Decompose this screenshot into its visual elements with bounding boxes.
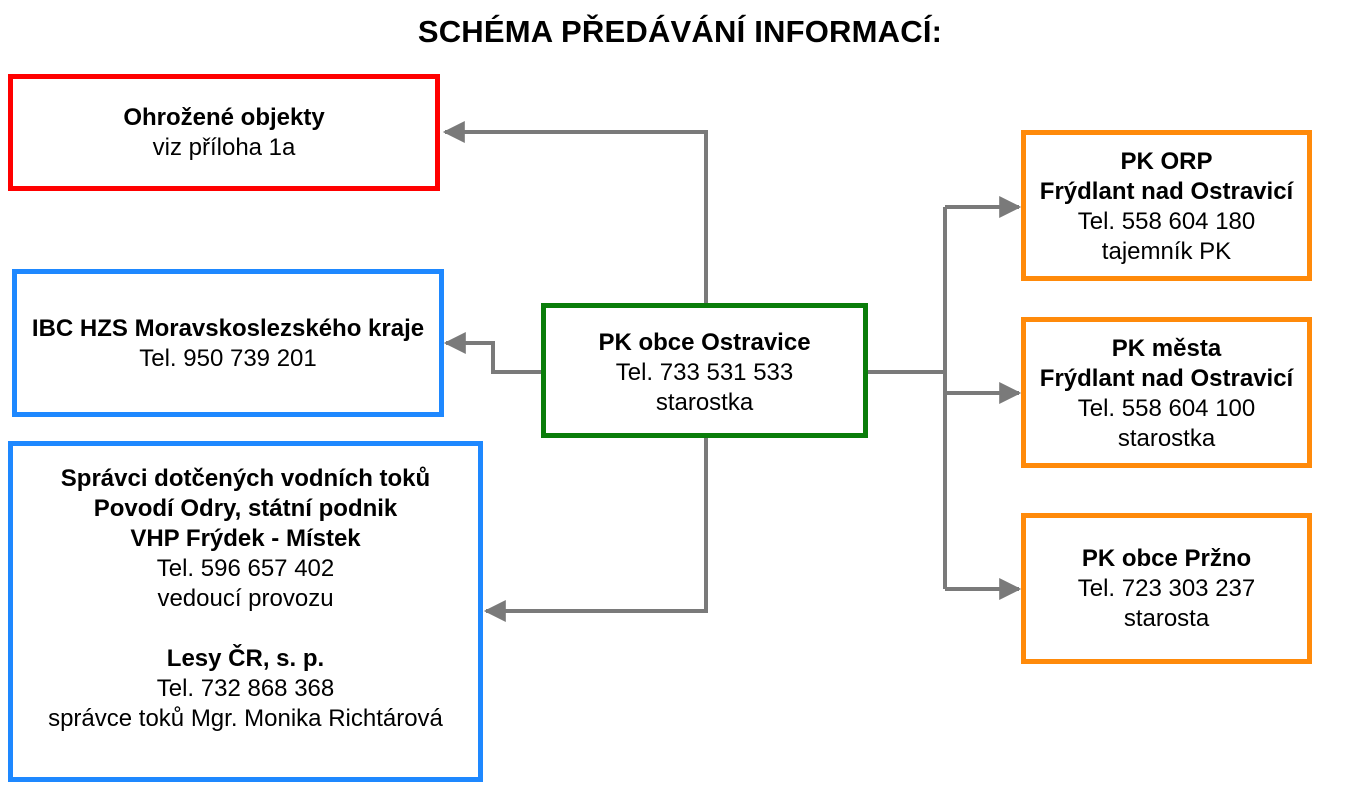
diagram-title: SCHÉMA PŘEDÁVÁNÍ INFORMACÍ: — [417, 14, 943, 49]
node-water-org1-role: vedoucí provozu — [157, 585, 334, 612]
node-water-org1-unit: VHP Frýdek - Místek — [130, 525, 361, 552]
node-pk-przno: PK obce Pržno Tel. 723 303 237 starosta — [1021, 513, 1312, 664]
node-water-org2-name: Lesy ČR, s. p. — [166, 645, 325, 672]
arrow-center-to-threatened — [442, 121, 708, 303]
node-przno-phone: Tel. 723 303 237 — [1077, 575, 1256, 602]
node-threatened-objects: Ohrožené objekty viz příloha 1a — [8, 74, 440, 191]
node-przno-name: PK obce Pržno — [1081, 545, 1252, 572]
node-center-phone: Tel. 733 531 533 — [615, 359, 794, 386]
node-center-name: PK obce Ostravice — [598, 329, 811, 356]
node-water-spacer — [13, 614, 478, 644]
node-orp-name: PK ORP — [1120, 148, 1213, 175]
node-ibc-phone: Tel. 950 739 201 — [139, 345, 317, 372]
node-pk-ostravice: PK obce Ostravice Tel. 733 531 533 staro… — [541, 303, 868, 438]
node-water-org2-phone: Tel. 732 868 368 — [156, 675, 335, 702]
node-pk-mesta: PK města Frýdlant nad Ostravicí Tel. 558… — [1021, 317, 1312, 468]
node-center-role: starostka — [655, 389, 754, 416]
node-ibc-name: IBC HZS Moravskoslezského kraje — [31, 315, 425, 342]
node-orp-place: Frýdlant nad Ostravicí — [1039, 178, 1294, 205]
node-water-org2-role: správce toků Mgr. Monika Richtárová — [48, 705, 443, 732]
node-water-org1-name: Povodí Odry, státní podnik — [93, 495, 398, 522]
node-water-org1-phone: Tel. 596 657 402 — [156, 555, 335, 582]
node-pk-orp: PK ORP Frýdlant nad Ostravicí Tel. 558 6… — [1021, 130, 1312, 281]
node-ibc-hzs: IBC HZS Moravskoslezského kraje Tel. 950… — [12, 269, 444, 417]
arrow-center-to-water — [483, 438, 708, 622]
node-water-heading: Správci dotčených vodních toků — [60, 465, 431, 492]
arrow-center-to-ibc — [443, 332, 541, 374]
node-mesta-name: PK města — [1111, 335, 1222, 362]
node-mesta-phone: Tel. 558 604 100 — [1077, 395, 1256, 422]
node-orp-role: tajemník PK — [1101, 238, 1232, 265]
node-przno-role: starosta — [1123, 605, 1210, 632]
node-threatened-name: Ohrožené objekty — [123, 104, 325, 131]
node-water-managers: Správci dotčených vodních toků Povodí Od… — [8, 441, 483, 782]
node-mesta-place: Frýdlant nad Ostravicí — [1039, 365, 1294, 392]
node-mesta-role: starostka — [1117, 425, 1216, 452]
node-orp-phone: Tel. 558 604 180 — [1077, 208, 1256, 235]
node-threatened-note: viz příloha 1a — [152, 134, 296, 161]
